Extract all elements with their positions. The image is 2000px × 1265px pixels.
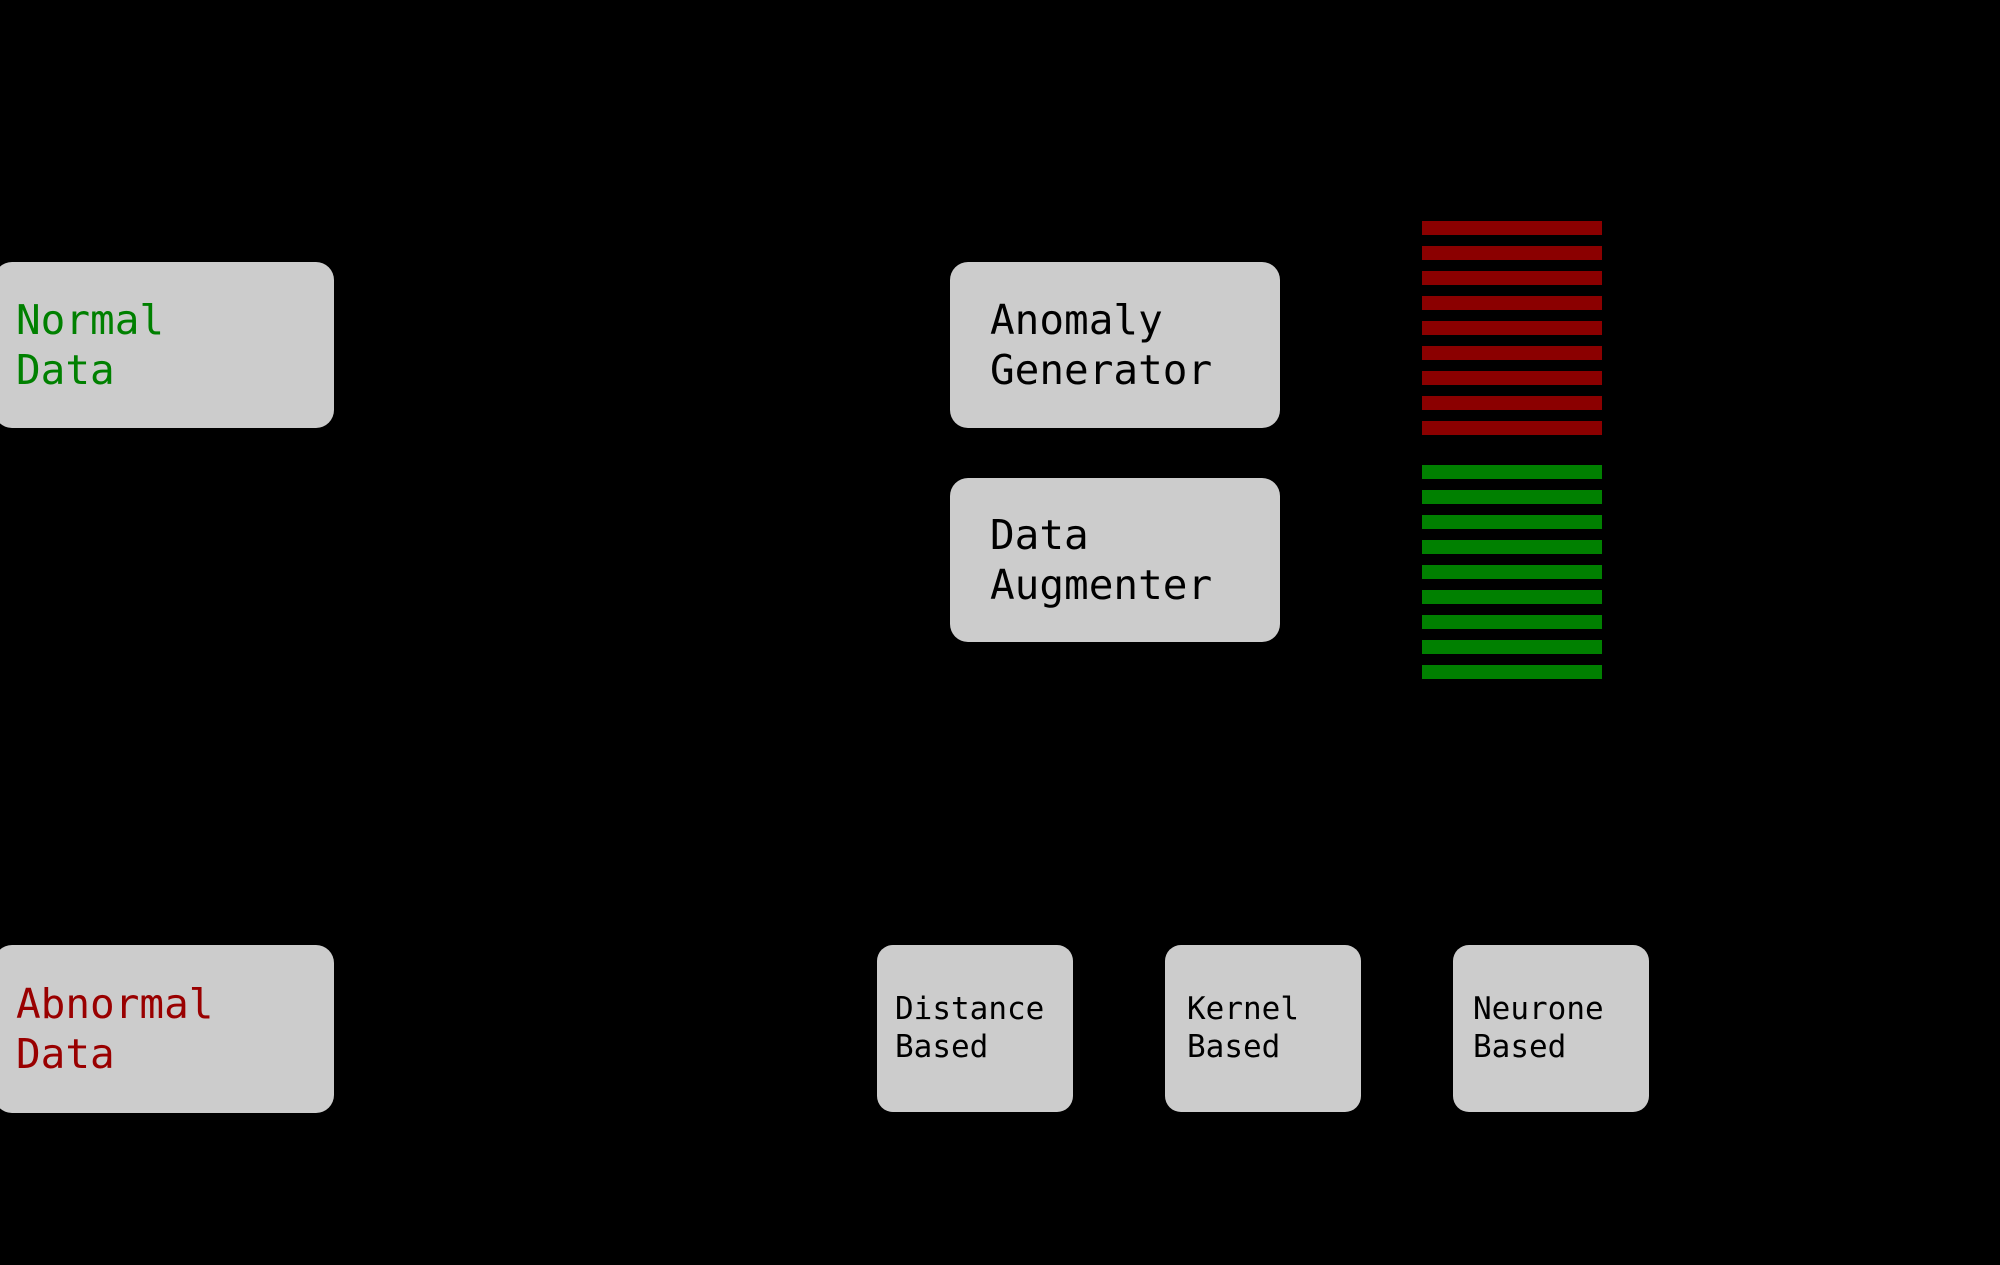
node-distance-based[interactable]: Distance Based (877, 945, 1073, 1112)
bar-abnormal-sample (1422, 421, 1602, 435)
bar-normal-sample (1422, 515, 1602, 529)
kernel-based-line-1: Kernel (1187, 990, 1299, 1027)
bar-normal-sample (1422, 465, 1602, 479)
bar-abnormal-sample (1422, 221, 1602, 235)
bar-normal-sample (1422, 615, 1602, 629)
bar-normal-sample (1422, 540, 1602, 554)
distance-based-line-1: Distance (895, 990, 1045, 1027)
anomaly-generator-line-2: Generator (990, 346, 1213, 394)
bar-abnormal-sample (1422, 246, 1602, 260)
node-neurone-based[interactable]: Neurone Based (1453, 945, 1649, 1112)
node-anomaly-generator[interactable]: Anomaly Generator (950, 262, 1280, 428)
bar-abnormal-sample (1422, 346, 1602, 360)
neurone-based-line-1: Neurone (1473, 990, 1604, 1027)
data-augmenter-line-2: Augmenter (990, 561, 1213, 609)
bar-normal-sample (1422, 490, 1602, 504)
bar-normal-sample (1422, 665, 1602, 679)
node-normal-data[interactable]: Normal Data (0, 262, 334, 428)
bar-abnormal-sample (1422, 396, 1602, 410)
bar-abnormal-sample (1422, 271, 1602, 285)
abnormal-data-line-1: Abnormal (16, 979, 214, 1028)
data-augmenter-line-1: Data (990, 510, 1089, 559)
normal-data-line-2: Data (16, 346, 115, 394)
bar-normal-sample (1422, 640, 1602, 654)
node-data-augmenter[interactable]: Data Augmenter (950, 478, 1280, 642)
abnormal-data-line-2: Data (16, 1030, 115, 1078)
bar-normal-sample (1422, 590, 1602, 604)
node-abnormal-data[interactable]: Abnormal Data (0, 945, 334, 1113)
node-kernel-based[interactable]: Kernel Based (1165, 945, 1361, 1112)
neurone-based-line-2: Based (1473, 1028, 1567, 1065)
bar-abnormal-sample (1422, 321, 1602, 335)
kernel-based-line-2: Based (1187, 1028, 1281, 1065)
distance-based-line-2: Based (895, 1028, 989, 1065)
bar-abnormal-sample (1422, 371, 1602, 385)
anomaly-generator-line-1: Anomaly (990, 295, 1163, 344)
bar-abnormal-sample (1422, 296, 1602, 310)
normal-data-line-1: Normal (16, 295, 165, 344)
bar-normal-sample (1422, 565, 1602, 579)
sample-bar-stack (1422, 221, 1602, 679)
